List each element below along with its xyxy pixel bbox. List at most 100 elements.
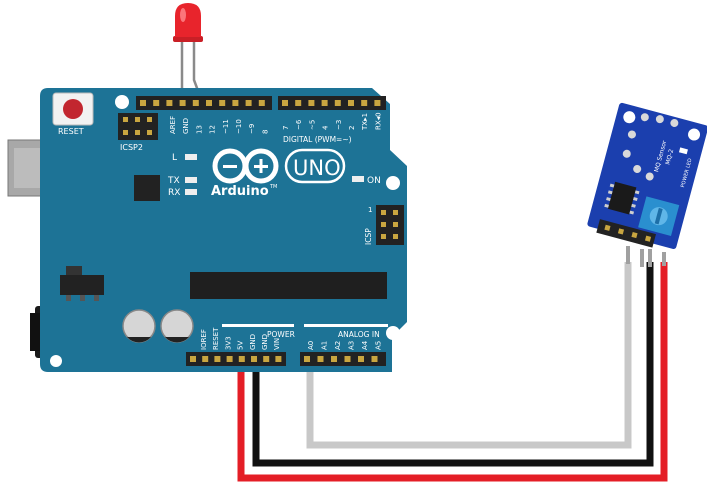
- pin-label: A3: [348, 341, 356, 350]
- pin-label: ~6: [295, 119, 303, 130]
- header-pin: [275, 356, 282, 362]
- pin-label: GND: [249, 334, 257, 350]
- led-tx: [185, 177, 197, 183]
- pin-label: 7: [282, 126, 290, 130]
- header-pin: [304, 356, 310, 362]
- header-pin: [282, 100, 288, 106]
- pin-label: A2: [334, 341, 342, 350]
- pin-label: ~5: [308, 120, 316, 130]
- header-pin: [258, 100, 265, 106]
- header-pin: [334, 100, 341, 106]
- pin-label: ~11: [222, 119, 230, 134]
- header-pin: [317, 356, 324, 362]
- capacitor: [122, 309, 156, 343]
- mount-hole: [386, 176, 400, 190]
- led-l: [185, 154, 197, 160]
- pin-label: A5: [375, 341, 383, 350]
- pin-label: 12: [209, 125, 217, 134]
- sensor-pins: [626, 246, 666, 267]
- gas-sensor-module: MQ Sensor MQ-2 POWER LED: [587, 102, 707, 250]
- pin-label: ~9: [248, 124, 256, 134]
- reset-label: RESET: [58, 127, 84, 136]
- pin-label: 3V3: [224, 336, 232, 350]
- pin-label: 2: [348, 126, 356, 130]
- header-pin: [251, 356, 257, 362]
- power-header-frame: [222, 324, 294, 327]
- power-header: [186, 352, 286, 366]
- led-highlight: [180, 8, 186, 22]
- bottom-header-pins: [190, 356, 378, 362]
- mount-hole: [386, 326, 400, 340]
- analog-header-frame: [304, 324, 388, 327]
- voltage-regulator: [60, 266, 104, 301]
- led-on: [352, 176, 364, 182]
- comparator-chip: [604, 181, 640, 215]
- trademark: TM: [269, 184, 277, 190]
- sensor-pads: [622, 113, 679, 181]
- header-pin: [232, 100, 239, 106]
- pin-label: TX▸1: [361, 113, 369, 131]
- icsp2-header: [118, 113, 158, 140]
- header-pin: [374, 100, 381, 106]
- uno-label: UNO: [293, 156, 341, 180]
- header-pin: [308, 100, 315, 106]
- pin-label: A0: [307, 341, 315, 350]
- analog-header: [300, 352, 386, 366]
- red-led: [173, 3, 203, 102]
- led-on-label: ON: [367, 176, 381, 186]
- digital-header-left: [136, 96, 272, 110]
- led-rx: [185, 189, 197, 195]
- pin-label: ~3: [335, 120, 343, 130]
- header-pin: [190, 356, 196, 362]
- header-pin: [214, 356, 221, 362]
- sensor-pin-header: [596, 219, 656, 248]
- top-header-pins: [140, 100, 381, 106]
- wire-black-gnd: [252, 262, 654, 467]
- header-pin: [206, 100, 212, 106]
- led-l-label: L: [172, 153, 177, 163]
- header-pin: [238, 356, 245, 362]
- analog-label: ANALOG IN: [338, 330, 380, 339]
- mount-hole: [115, 95, 129, 109]
- header-pin: [331, 356, 337, 362]
- arduino-wordmark: Arduino: [211, 184, 269, 199]
- wires: [237, 262, 668, 482]
- pin-label: 13: [195, 125, 203, 134]
- mount-hole: [50, 355, 62, 367]
- sensor-mount-hole: [688, 128, 701, 141]
- pin-label: VIN: [273, 338, 281, 350]
- uno-badge: [284, 148, 346, 184]
- led-tx-label: TX: [167, 176, 180, 186]
- pin-label: 4: [322, 125, 330, 130]
- icsp-label: ICSP: [364, 228, 373, 245]
- header-pin: [179, 100, 186, 106]
- pin-label: A1: [321, 341, 329, 350]
- pin-label: A4: [361, 340, 369, 350]
- header-pin: [219, 100, 226, 106]
- header-pin: [166, 100, 173, 106]
- icsp-pin1: 1: [368, 206, 372, 214]
- digital-label: DIGITAL (PWM=~): [283, 135, 352, 144]
- header-pin: [348, 100, 354, 106]
- pin-label: RESET: [212, 327, 220, 350]
- trimpot: [638, 196, 680, 237]
- header-pin: [295, 100, 302, 106]
- pin-label: 5V: [237, 341, 245, 350]
- capacitor: [160, 309, 194, 343]
- arduino-logo-icon: [212, 148, 279, 184]
- header-pin: [358, 356, 364, 362]
- header-pin: [192, 100, 199, 106]
- pin-label: GND: [182, 118, 190, 134]
- wire-red-5v: [237, 262, 668, 482]
- reset-button: [52, 92, 94, 126]
- header-pin: [371, 356, 378, 362]
- pin-label: GND: [261, 334, 269, 350]
- pin-label: 8: [261, 130, 269, 134]
- icsp2-label: ICSP2: [120, 143, 143, 152]
- led-flange: [173, 36, 203, 42]
- header-pin: [226, 356, 233, 362]
- header-pin: [321, 100, 328, 106]
